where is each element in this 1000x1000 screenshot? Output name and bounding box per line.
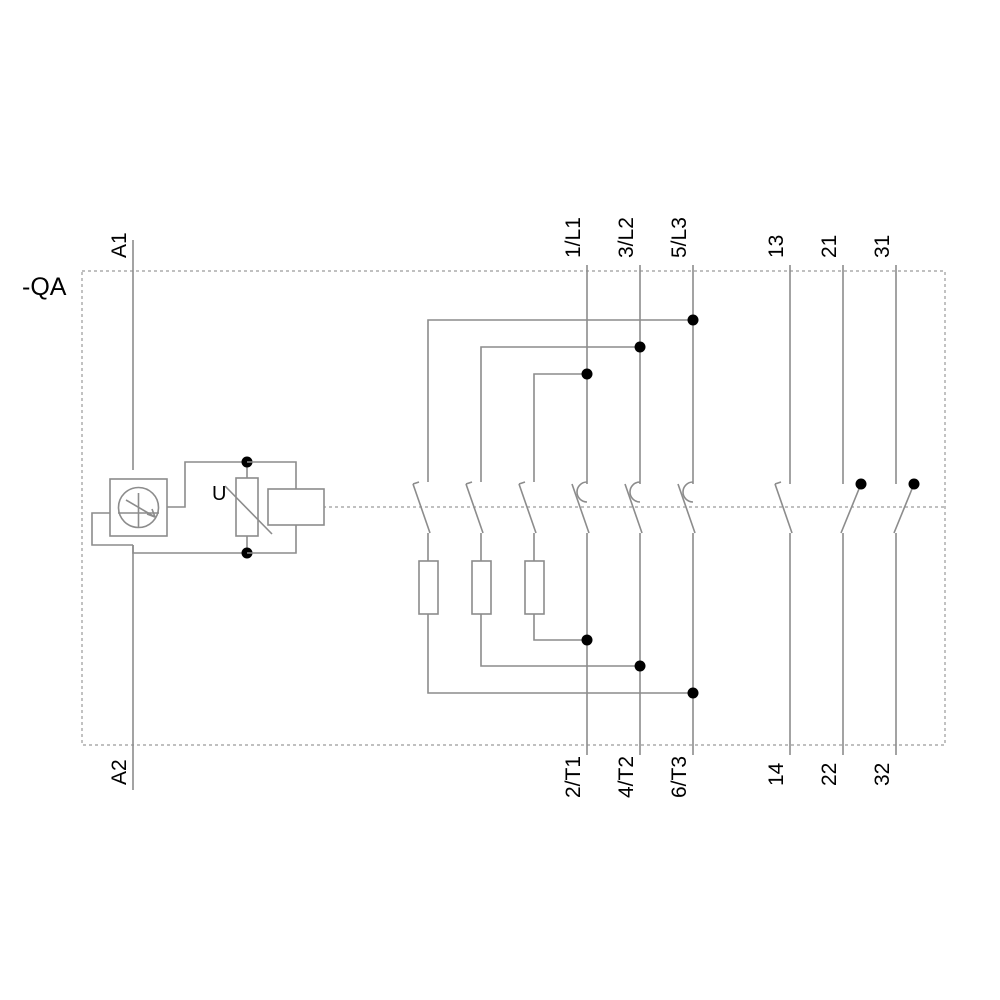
coil-winding-rectangle [267,488,325,526]
aux-contact-blade-13-14 [774,483,793,534]
junction-dot-aux-21 [855,478,867,490]
coil-top-branch-wire [247,461,297,489]
rectifier-glyph-diagonal [125,499,156,518]
label-main-bottom-3: 6/T3 [668,756,691,798]
label-aux-top-13: 13 [765,235,788,258]
label-aux-top-31: 31 [871,235,894,258]
power-contact-blade-3 [677,483,696,534]
aux-contact-tip-13-14 [774,481,782,485]
junction-dot-upper-2 [634,341,646,353]
main-contact-tip-1 [412,481,420,485]
aux-contact-blade-21-22 [840,483,862,534]
junction-dot-lower-3 [687,687,699,699]
label-aux-bottom-22: 22 [818,763,841,786]
rectifier-dc-top-wire [167,461,247,508]
device-tag-label: -QA [22,273,67,301]
power-link-rail-2 [480,346,640,482]
power-link-rail-1 [427,319,693,482]
label-main-top-1: 1/L1 [562,217,585,258]
power-return-rail-1 [427,533,693,694]
power-contact-blade-2 [624,483,643,534]
rectifier-arrowhead [146,508,156,518]
device-boundary-box [81,270,946,746]
label-aux-top-21: 21 [818,235,841,258]
power-link-rail-3 [533,373,587,482]
label-terminal-a1: A1 [108,232,131,258]
rectifier-ac-left-wire [91,512,133,546]
label-varistor-u: U [212,483,226,505]
varistor-body [235,477,259,537]
junction-dot-upper-1 [581,368,593,380]
series-resistor-1 [418,560,439,615]
junction-dot-lower-2 [634,660,646,672]
power-return-rail-2 [480,533,640,667]
label-main-bottom-1: 2/T1 [562,756,585,798]
label-terminal-a2: A2 [108,759,131,785]
arc-suppression-symbol-1 [576,481,588,503]
junction-dot-lower-1 [581,634,593,646]
varistor-diagonal [224,485,273,535]
main-contact-blade-2 [465,483,484,534]
label-main-top-3: 5/L3 [668,217,691,258]
aux-contact-blade-31-32 [893,483,915,534]
arc-suppression-symbol-2 [629,481,641,503]
junction-dot-aux-31 [908,478,920,490]
arc-suppression-symbol-3 [682,481,694,503]
main-contact-blade-3 [518,483,537,534]
junction-dot-upper-3 [687,314,699,326]
label-aux-bottom-14: 14 [765,762,788,786]
main-contact-blade-1 [412,483,431,534]
label-aux-bottom-32: 32 [871,763,894,786]
series-resistor-2 [471,560,492,615]
main-contact-tip-3 [518,481,526,485]
power-contact-blade-1 [571,483,590,534]
series-resistor-3 [524,560,545,615]
label-main-bottom-2: 4/T2 [615,756,638,798]
label-main-top-2: 3/L2 [615,217,638,258]
main-contact-tip-2 [465,481,473,485]
coil-bottom-branch-wire [247,525,297,554]
coil-bottom-rail [132,545,247,554]
